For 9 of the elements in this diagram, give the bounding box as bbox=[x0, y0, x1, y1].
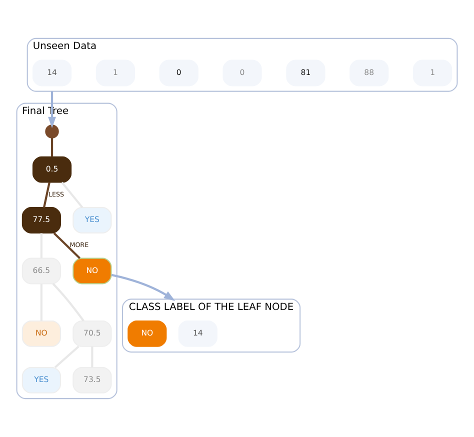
arrow bbox=[111, 274, 176, 301]
node-circle bbox=[45, 124, 59, 138]
connector bbox=[61, 182, 84, 208]
connector bbox=[52, 283, 84, 322]
arrow bbox=[48, 91, 56, 128]
connector bbox=[43, 182, 50, 208]
connector bbox=[54, 346, 80, 368]
connector bbox=[53, 232, 81, 259]
connector bbox=[50, 138, 54, 157]
